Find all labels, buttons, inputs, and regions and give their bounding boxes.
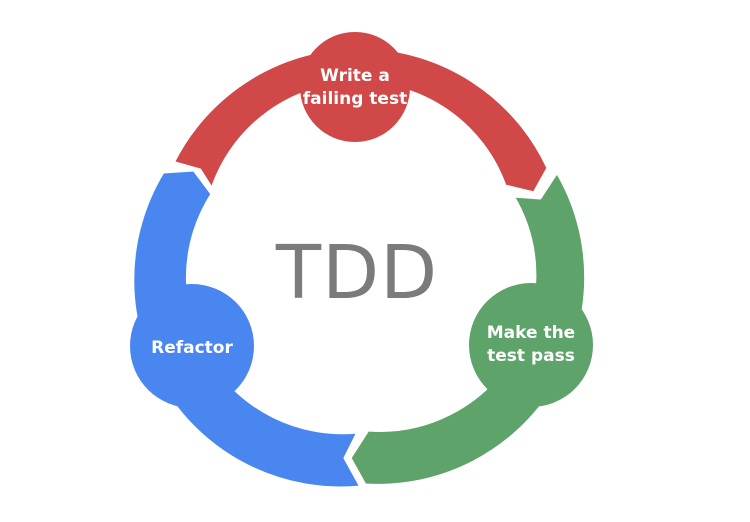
ring-segment-write <box>171 46 550 195</box>
center-label: TDD <box>275 230 438 316</box>
node-pass-circle <box>469 283 593 407</box>
node-write-circle <box>300 32 410 142</box>
node-refactor-circle <box>130 284 254 408</box>
node-write-label-line2: failing test <box>303 89 407 109</box>
node-pass-label-line2: test pass <box>487 346 575 366</box>
ring-segment-refactor <box>131 168 363 490</box>
node-refactor-label: Refactor <box>151 338 233 358</box>
node-pass-label-line1: Make the <box>487 323 575 343</box>
node-write-label-line1: Write a <box>320 66 390 86</box>
